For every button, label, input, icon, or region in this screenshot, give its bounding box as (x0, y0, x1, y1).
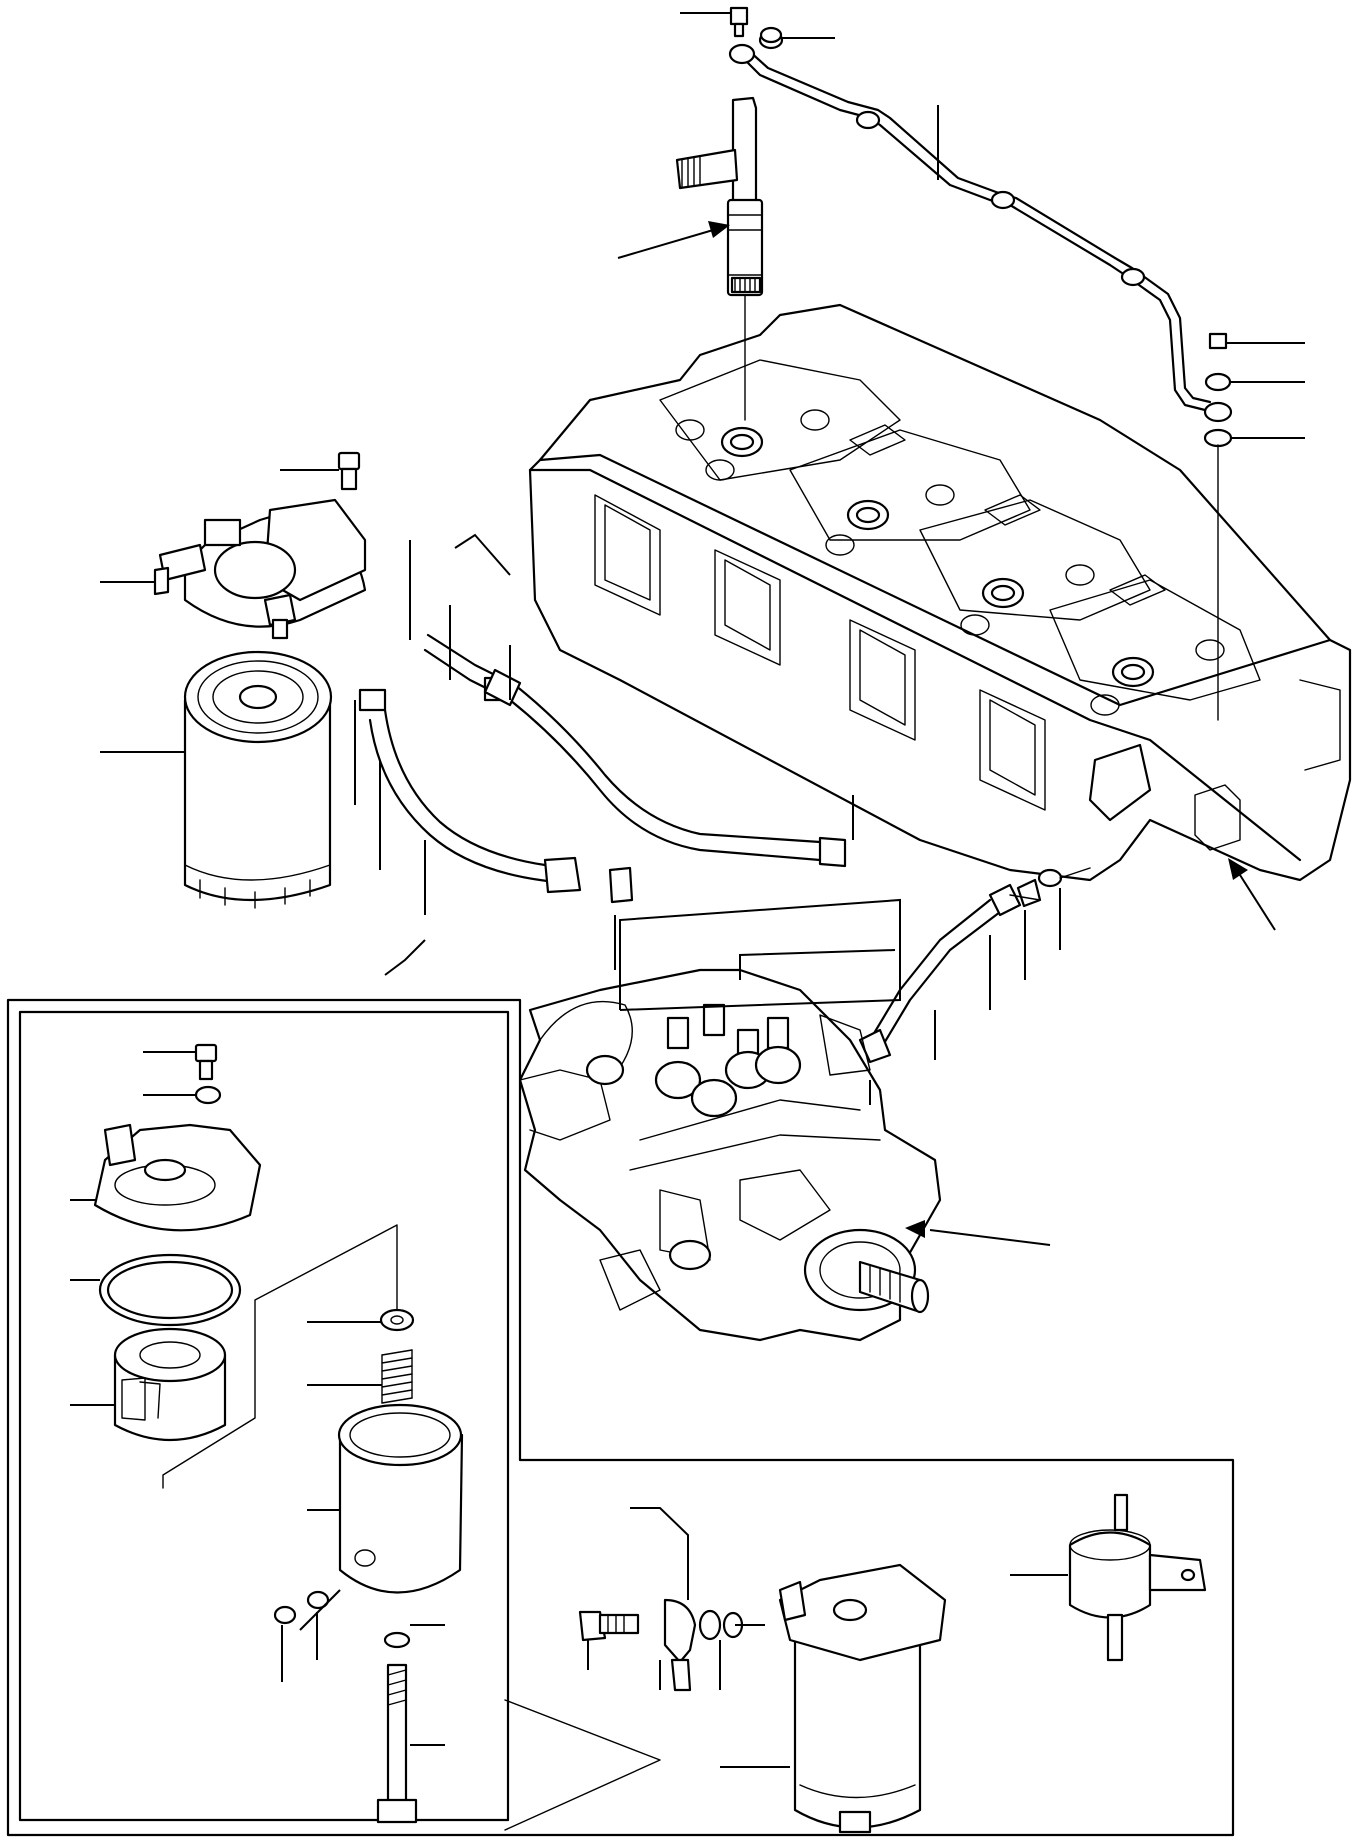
fuel-filter-head (153, 451, 367, 640)
water-separator-assembled (578, 1563, 947, 1834)
fuel-injector-nozzle (675, 96, 764, 421)
electric-fuel-pump (1068, 1493, 1207, 1662)
fuel-return-pipe (738, 48, 1212, 412)
banjo-bolt-top (728, 6, 784, 65)
fuel-filter-cartridge (183, 650, 333, 909)
fuel-injection-pump (518, 968, 942, 1342)
inset-frame (6, 998, 1235, 1837)
leader-lines (70, 12, 1305, 1768)
cylinder-head (528, 303, 1352, 882)
water-separator-exploded (93, 1043, 661, 1831)
banjo-bolt-right (1203, 332, 1233, 721)
fuel-hoses (358, 633, 1091, 1064)
inset-frame-inner (18, 1010, 510, 1822)
